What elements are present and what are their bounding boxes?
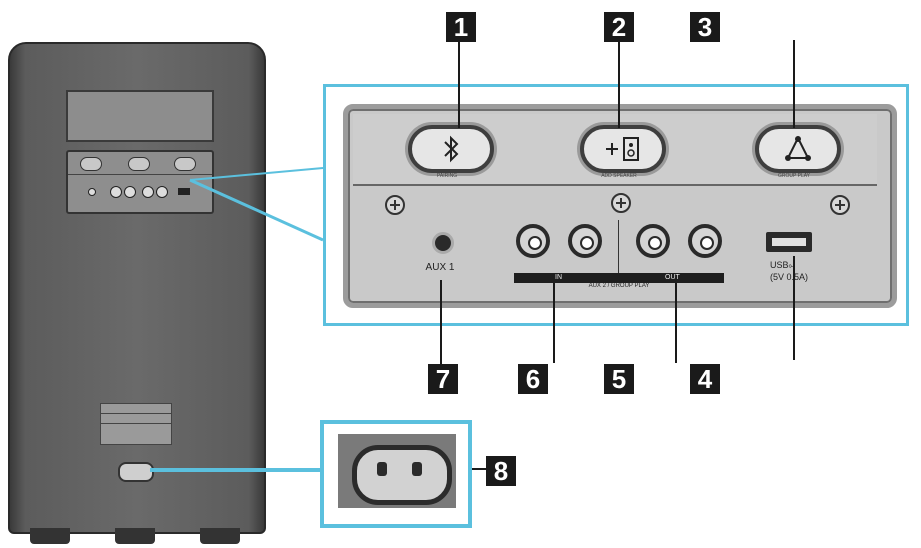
usb-spec-label: (5V 0.5A) xyxy=(770,272,809,282)
speaker-foot-right xyxy=(200,528,240,544)
mini-bluetooth-button xyxy=(80,157,102,171)
group-play-button-caption: GROUP PLAY xyxy=(777,173,811,179)
add-speaker-button[interactable] xyxy=(580,125,666,173)
bluetooth-button[interactable] xyxy=(408,125,494,173)
usb-label: USB⟜ xyxy=(770,260,795,270)
callout-5: 5 xyxy=(604,364,634,394)
mini-group-play-button xyxy=(174,157,196,171)
callout-3: 3 xyxy=(690,12,720,42)
aux2-divider xyxy=(618,220,619,273)
group-play-button[interactable] xyxy=(755,125,841,173)
aux2-out-label: OUT xyxy=(665,274,680,281)
screw-middle xyxy=(611,193,631,213)
mini-rca-3 xyxy=(142,186,154,198)
screw-right xyxy=(830,195,850,215)
group-play-icon xyxy=(785,135,811,161)
bluetooth-icon xyxy=(444,135,459,163)
power-pin-right xyxy=(412,462,422,476)
callout-7: 7 xyxy=(428,364,458,394)
speaker-rear-panel-thumbnail xyxy=(66,150,214,214)
aux1-jack xyxy=(432,232,454,254)
leader-line-6 xyxy=(553,283,555,363)
mini-rca-1 xyxy=(110,186,122,198)
power-inlet-socket xyxy=(352,445,452,505)
power-pin-left xyxy=(377,462,387,476)
usb-icon: ⟜ xyxy=(788,261,795,270)
callout-6: 6 xyxy=(518,364,548,394)
aux1-label: AUX 1 xyxy=(425,262,455,273)
aux2-group-play-label: AUX 2 / GROUP PLAY xyxy=(588,283,650,289)
leader-line-7 xyxy=(440,280,442,364)
callout-4: 4 xyxy=(690,364,720,394)
leader-line-1 xyxy=(458,42,460,128)
speaker-display-window xyxy=(66,90,214,142)
add-speaker-icon xyxy=(606,137,639,161)
mini-usb-port xyxy=(178,188,190,195)
add-speaker-button-caption: ADD SPEAKER xyxy=(601,173,637,179)
leader-line-usb xyxy=(793,256,795,360)
screw-left xyxy=(385,195,405,215)
leader-line-4 xyxy=(675,283,677,363)
mini-add-speaker-button xyxy=(128,157,150,171)
leader-line-2 xyxy=(618,42,620,128)
speaker-foot-left xyxy=(30,528,70,544)
mini-aux1-jack xyxy=(88,188,96,196)
bluetooth-button-caption: PAIRING xyxy=(436,173,458,179)
speaker-foot-middle xyxy=(115,528,155,544)
aux2-in-label: IN xyxy=(555,274,562,281)
usb-port xyxy=(766,232,812,252)
mini-rca-2 xyxy=(124,186,136,198)
aux2-out-jack-left xyxy=(636,224,670,258)
mini-rca-4 xyxy=(156,186,168,198)
leader-line-3 xyxy=(793,40,795,128)
aux2-in-jack-left xyxy=(516,224,550,258)
callout-1: 1 xyxy=(446,12,476,42)
aux2-out-jack-right xyxy=(688,224,722,258)
rating-label-plate xyxy=(100,403,172,445)
aux2-in-jack-right xyxy=(568,224,602,258)
callout-8: 8 xyxy=(486,456,516,486)
mini-divider xyxy=(68,174,212,175)
aux2-label-bar xyxy=(514,273,724,283)
callout-2: 2 xyxy=(604,12,634,42)
